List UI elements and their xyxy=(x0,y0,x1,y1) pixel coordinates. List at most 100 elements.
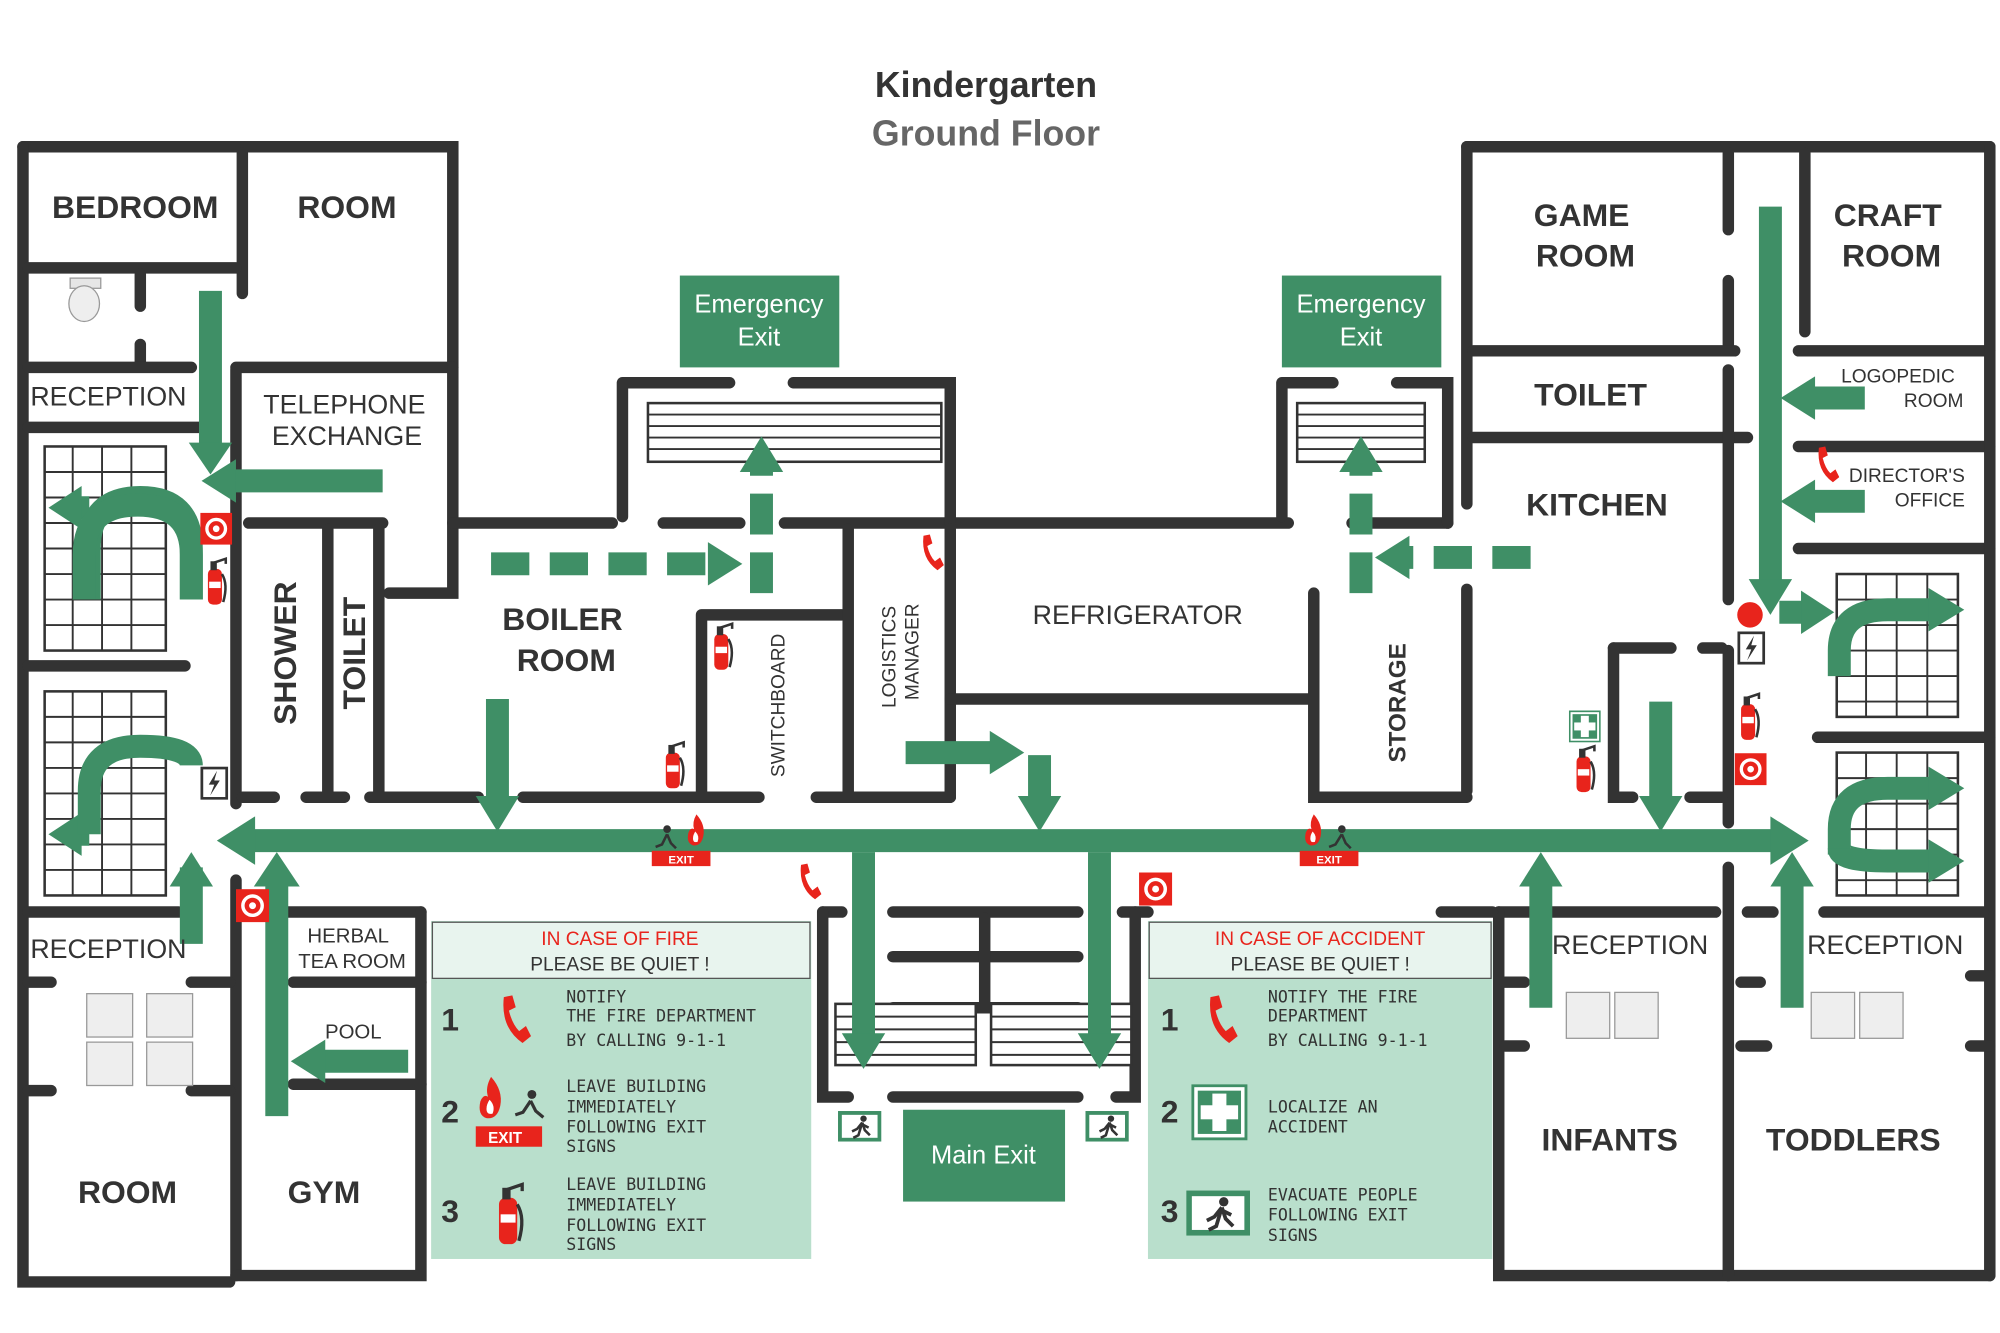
emergency-exit-right-label-2: Exit xyxy=(1340,324,1383,352)
label-infants: INFANTS xyxy=(1542,1122,1678,1158)
walls xyxy=(17,140,1996,1288)
fire-alarm-icon xyxy=(1139,872,1173,906)
accident-step-1-line-3: BY CALLING 9-1-1 xyxy=(1268,1031,1428,1050)
label-shower: SHOWER xyxy=(267,581,303,724)
alarm-bell-icon xyxy=(1737,602,1763,628)
phone-icon xyxy=(800,863,822,900)
label-room-top: ROOM xyxy=(297,189,396,225)
label-reception-infants: RECEPTION xyxy=(1552,930,1708,960)
label-herbal-1: HERBAL xyxy=(307,926,389,948)
label-director-1: DIRECTOR'S xyxy=(1849,466,1965,487)
accident-panel-heading: IN CASE OF ACCIDENT xyxy=(1215,929,1426,950)
label-gym: GYM xyxy=(288,1174,361,1210)
label-boiler-2: ROOM xyxy=(517,642,616,678)
toilet-icon xyxy=(68,277,102,323)
label-logopedic-2: ROOM xyxy=(1904,391,1964,412)
label-reception-left-top: RECEPTION xyxy=(30,382,186,412)
fire-alarm-icon xyxy=(1734,751,1767,788)
label-game-2: ROOM xyxy=(1536,238,1635,274)
accident-step-2-line-1: LOCALIZE AN xyxy=(1268,1097,1378,1116)
main-exit-label: Main Exit xyxy=(931,1141,1036,1169)
emergency-exit-right-label-1: Emergency xyxy=(1296,291,1425,319)
fire-step-2-exit-text: EXIT xyxy=(488,1130,523,1147)
label-kitchen: KITCHEN xyxy=(1526,486,1668,522)
fire-step-3-line-1: LEAVE BUILDING xyxy=(566,1175,706,1194)
accident-step-1-line-2: DEPARTMENT xyxy=(1268,1007,1368,1026)
fire-instructions-panel: IN CASE OF FIRE PLEASE BE QUIET ! 1 NOTI… xyxy=(431,920,812,1259)
electric-panel-icon xyxy=(1737,631,1766,665)
stair-route-upper-left xyxy=(72,493,203,600)
label-director-2: OFFICE xyxy=(1895,490,1965,511)
exit-sign-icon: EXIT xyxy=(1299,814,1359,867)
emergency-exit-right[interactable]: Emergency Exit xyxy=(1281,275,1442,368)
fire-step-2-line-3: FOLLOWING EXIT xyxy=(566,1118,706,1137)
accident-panel-subheading: PLEASE BE QUIET ! xyxy=(1231,955,1410,976)
label-toilet-right: TOILET xyxy=(1534,377,1647,413)
label-logistics-2: MANAGER xyxy=(902,603,923,700)
accident-step-3-line-1: EVACUATE PEOPLE xyxy=(1268,1185,1418,1204)
emergency-exit-left-label-1: Emergency xyxy=(694,291,823,319)
emergency-exit-left-label-2: Exit xyxy=(738,324,781,352)
exit-sign-text: EXIT xyxy=(1316,855,1341,867)
fire-extinguisher-icon xyxy=(1575,744,1596,794)
fire-step-number: 3 xyxy=(441,1193,459,1229)
accident-step-3-line-3: SIGNS xyxy=(1268,1226,1318,1245)
room-labels: BEDROOM ROOM RECEPTION TELEPHONE EXCHANG… xyxy=(30,189,1965,1210)
label-herbal-2: TEA ROOM xyxy=(298,951,406,973)
label-room-bottom: ROOM xyxy=(78,1174,177,1210)
exit-sign-icon: EXIT xyxy=(475,1076,545,1147)
fire-step-1-line-3: BY CALLING 9-1-1 xyxy=(566,1031,726,1050)
label-telephone-2: EXCHANGE xyxy=(272,421,422,451)
accident-step-1-line-1: NOTIFY THE FIRE xyxy=(1268,988,1418,1007)
fire-step-2-line-4: SIGNS xyxy=(566,1137,616,1156)
label-reception-toddlers: RECEPTION xyxy=(1807,930,1963,960)
fire-panel-subheading: PLEASE BE QUIET ! xyxy=(530,955,709,976)
fire-alarm-icon xyxy=(200,512,233,545)
label-switchboard: SWITCHBOARD xyxy=(768,634,789,777)
label-boiler-1: BOILER xyxy=(502,601,622,637)
label-telephone-1: TELEPHONE xyxy=(263,389,425,419)
label-reception-left-bottom: RECEPTION xyxy=(30,934,186,964)
exit-sign-text: EXIT xyxy=(668,855,694,867)
label-refrigerator: REFRIGERATOR xyxy=(1033,600,1243,630)
page-title: Kindergarten xyxy=(875,65,1097,105)
first-aid-icon xyxy=(1568,710,1601,743)
accident-step-number: 1 xyxy=(1161,1002,1179,1038)
accident-step-2-line-2: ACCIDENT xyxy=(1268,1118,1348,1137)
fire-step-2-line-1: LEAVE BUILDING xyxy=(566,1077,706,1096)
electric-panel-icon xyxy=(200,766,229,800)
emergency-exit-left[interactable]: Emergency Exit xyxy=(679,275,840,368)
fire-step-3-line-3: FOLLOWING EXIT xyxy=(566,1216,706,1235)
sink-icon xyxy=(86,993,194,1087)
label-game-1: GAME xyxy=(1534,197,1630,233)
accident-step-3-line-2: FOLLOWING EXIT xyxy=(1268,1206,1408,1225)
fire-step-1-line-2: THE FIRE DEPARTMENT xyxy=(566,1007,756,1026)
accident-step-number: 2 xyxy=(1161,1093,1179,1129)
exit-sign-icon xyxy=(838,1111,882,1142)
phone-icon xyxy=(923,534,944,571)
label-toddlers: TODDLERS xyxy=(1766,1122,1941,1158)
exit-sign-icon: EXIT xyxy=(651,814,711,867)
label-craft-2: ROOM xyxy=(1842,238,1941,274)
fire-step-3-line-4: SIGNS xyxy=(566,1235,616,1254)
label-bedroom: BEDROOM xyxy=(52,189,218,225)
label-pool: POOL xyxy=(325,1021,382,1043)
accident-step-number: 3 xyxy=(1161,1193,1179,1229)
fire-panel-heading: IN CASE OF FIRE xyxy=(541,929,698,950)
fire-step-1-line-1: NOTIFY xyxy=(566,988,626,1007)
main-exit[interactable]: Main Exit xyxy=(903,1109,1066,1202)
fire-extinguisher-icon xyxy=(712,622,734,672)
plan-icons: EXIT EXIT xyxy=(68,277,1904,1142)
sink-icon xyxy=(1810,991,1904,1039)
accident-instructions-panel: IN CASE OF ACCIDENT PLEASE BE QUIET ! 1 … xyxy=(1147,920,1493,1259)
label-storage: STORAGE xyxy=(1385,643,1412,762)
fire-extinguisher-icon xyxy=(664,740,686,790)
fire-step-number: 1 xyxy=(441,1002,459,1038)
label-toilet-left: TOILET xyxy=(336,596,372,709)
fire-step-number: 2 xyxy=(441,1093,459,1129)
fire-alarm-icon xyxy=(235,889,270,923)
label-logopedic-1: LOGOPEDIC xyxy=(1841,367,1955,388)
page-subtitle: Ground Floor xyxy=(872,113,1100,153)
label-craft-1: CRAFT xyxy=(1834,197,1943,233)
